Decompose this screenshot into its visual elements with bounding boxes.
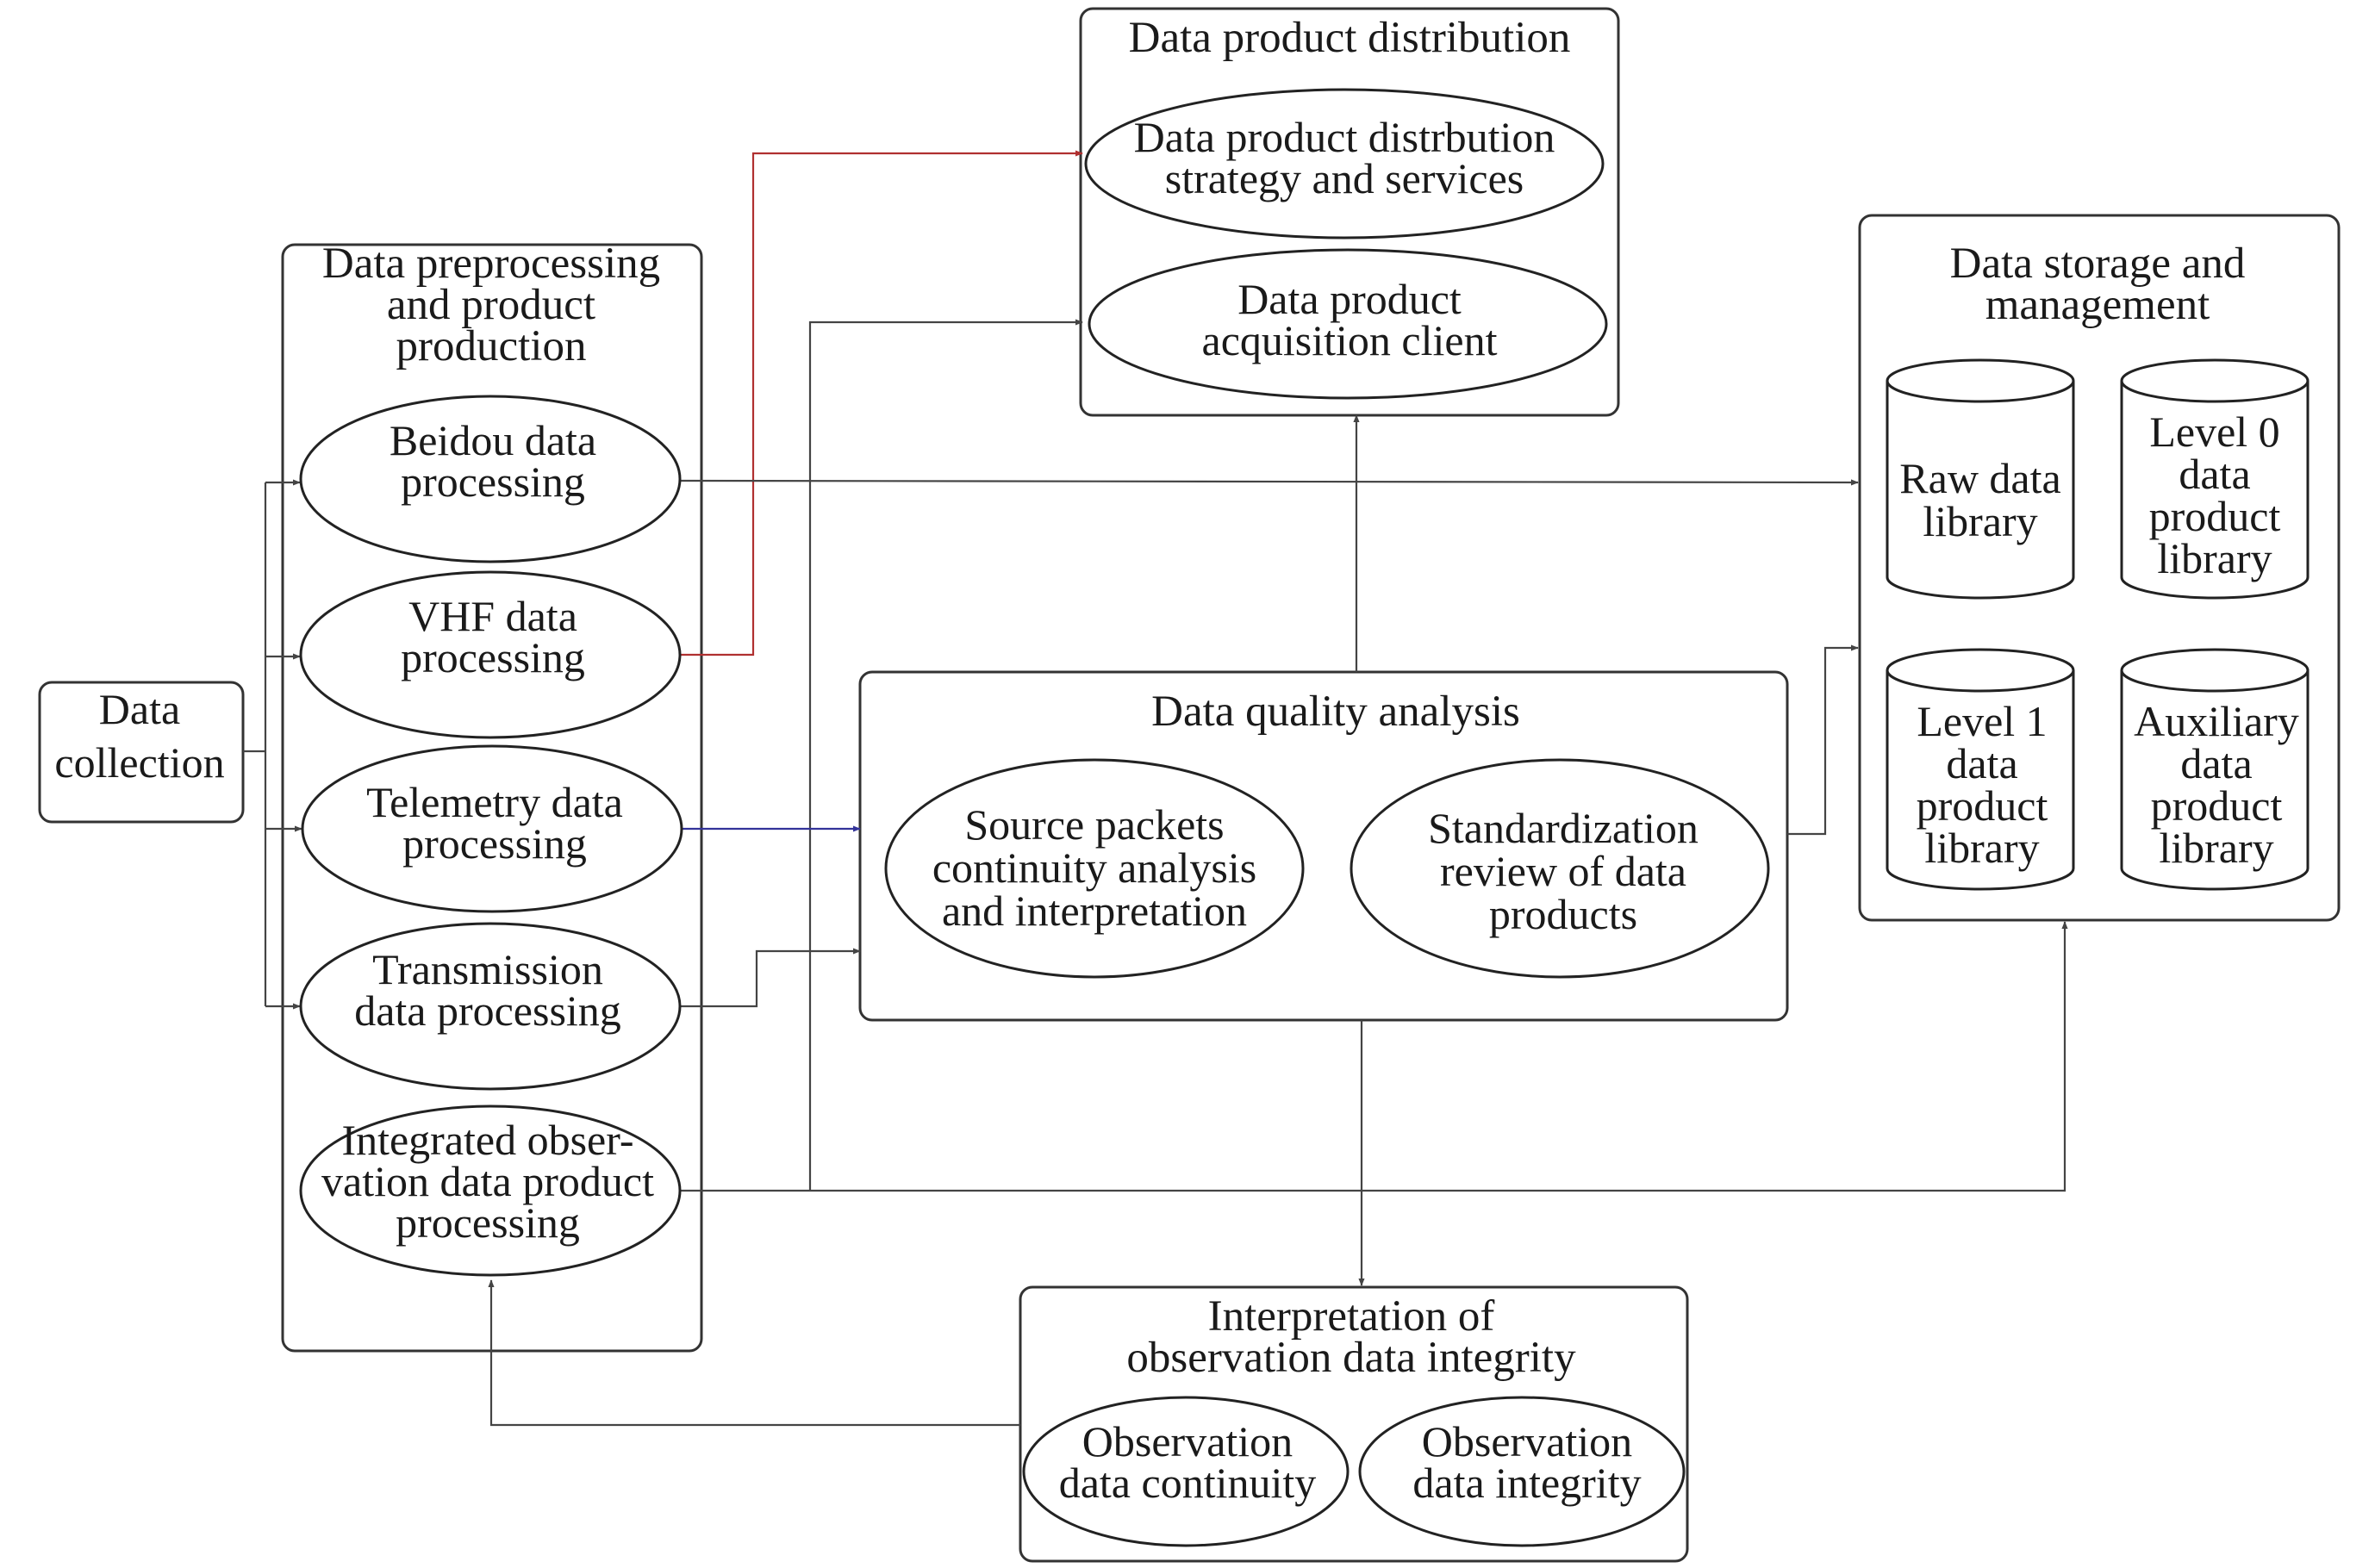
transmission-processing-node (299, 922, 682, 1091)
connector-vhf-to-distribution (681, 150, 1083, 656)
level1-library-label-line: Level 1 (1917, 697, 2047, 745)
preprocessing-title-line: and product (387, 281, 595, 329)
source-packets-node (884, 758, 1305, 979)
level0-library-label-line: data (2179, 450, 2250, 498)
transmission-processing-label-line: data processing (354, 986, 621, 1035)
beidou-processing-node (299, 395, 682, 563)
telemetry-processing-label-line: Telemetry data (366, 778, 623, 826)
acquisition-client-label-line: acquisition client (1202, 316, 1498, 364)
raw-data-library-label-line: Raw data (1899, 454, 2060, 502)
vhf-processing-node (299, 570, 682, 739)
telemetry-processing-node (301, 744, 683, 913)
distribution-strategy-label-line: Data product distrbution (1134, 113, 1555, 161)
connector-integrity-to-integrated (488, 1279, 1020, 1427)
distribution-title: Data product distribution (1129, 14, 1571, 62)
source-packets-label-line: Source packets (964, 800, 1224, 849)
raw-data-library-label-line: library (1923, 497, 2037, 545)
raw-data-library-cylinder (1886, 358, 2075, 600)
connector-integrated-to-acquisition (808, 319, 1083, 1191)
integrated-observation-label-line: Integrated obser- (341, 1116, 633, 1164)
standardization-review-label-line: review of data (1440, 847, 1686, 895)
preprocessing-title-line: production (396, 322, 587, 370)
distribution-title-line: Data product distribution (1129, 14, 1571, 62)
data-collection-label-line: Data (99, 685, 180, 733)
level0-library-label-line: Level 0 (2149, 408, 2279, 456)
observation-integrity-label-line: Observation (1422, 1417, 1632, 1465)
beidou-processing-label-line: Beidou data (390, 416, 596, 464)
quality-title-line: Data quality analysis (1151, 688, 1520, 736)
integrated-observation-label-line: processing (396, 1198, 580, 1247)
quality-title: Data quality analysis (1151, 688, 1520, 736)
data-collection-label-line: collection (54, 738, 224, 787)
observation-continuity-node (1022, 1396, 1350, 1547)
source-packets-label-line: continuity analysis (932, 843, 1256, 892)
observation-integrity-node (1358, 1396, 1686, 1547)
vhf-processing-label-line: processing (401, 633, 585, 681)
preprocessing-title-line: Data preprocessing (322, 240, 660, 288)
connector-integrated-to-storage (681, 921, 2068, 1192)
level1-library-cylinder (1886, 648, 2075, 891)
connector-beidou-to-storage (680, 479, 1859, 486)
standardization-review-label-line: products (1489, 890, 1637, 938)
auxiliary-library-label-line: product (2151, 781, 2283, 830)
transmission-processing-label-line: Transmission (372, 945, 603, 993)
auxiliary-library-cylinder (2120, 648, 2310, 891)
observation-continuity-label-line: Observation (1082, 1417, 1293, 1465)
observation-integrity-label-line: data integrity (1412, 1459, 1641, 1507)
level0-library-label-line: product (2149, 492, 2281, 540)
telemetry-processing-label-line: processing (402, 819, 587, 868)
standardization-review-node (1350, 758, 1770, 979)
integrity-title-line: Interpretation of (1208, 1292, 1495, 1341)
integrated-observation-node (299, 1104, 682, 1277)
level0-library-cylinder (2120, 358, 2310, 600)
auxiliary-library-label-line: library (2159, 824, 2273, 872)
acquisition-client-node (1088, 248, 1608, 400)
acquisition-client-label-line: Data product (1237, 275, 1462, 323)
source-packets-label-line: and interpretation (942, 887, 1247, 935)
standardization-review-label-line: Standardization (1428, 804, 1699, 852)
integrated-observation-label-line: vation data product (321, 1157, 654, 1205)
data-collection-label: Data collection (54, 685, 224, 787)
level0-library-label-line: library (2157, 534, 2272, 582)
auxiliary-library-label-line: data (2180, 739, 2252, 787)
integrity-title-line: observation data integrity (1126, 1334, 1576, 1382)
level1-library-label-line: product (1917, 781, 2048, 830)
auxiliary-library-label-line: Auxiliary (2134, 697, 2299, 745)
storage-title-line: management (1985, 281, 2210, 329)
distribution-strategy-label-line: strategy and services (1165, 154, 1524, 202)
beidou-processing-label-line: processing (401, 457, 585, 506)
observation-continuity-label-line: data continuity (1059, 1459, 1317, 1507)
level1-library-label-line: library (1924, 824, 2039, 872)
distribution-strategy-node (1084, 88, 1605, 240)
storage-title-line: Data storage and (1950, 240, 2246, 288)
vhf-processing-label-line: VHF data (408, 592, 577, 640)
connector-transmission-to-quality (681, 948, 861, 1008)
level1-library-label-line: data (1946, 739, 2017, 787)
connector-quality-to-storage (1787, 644, 1859, 836)
